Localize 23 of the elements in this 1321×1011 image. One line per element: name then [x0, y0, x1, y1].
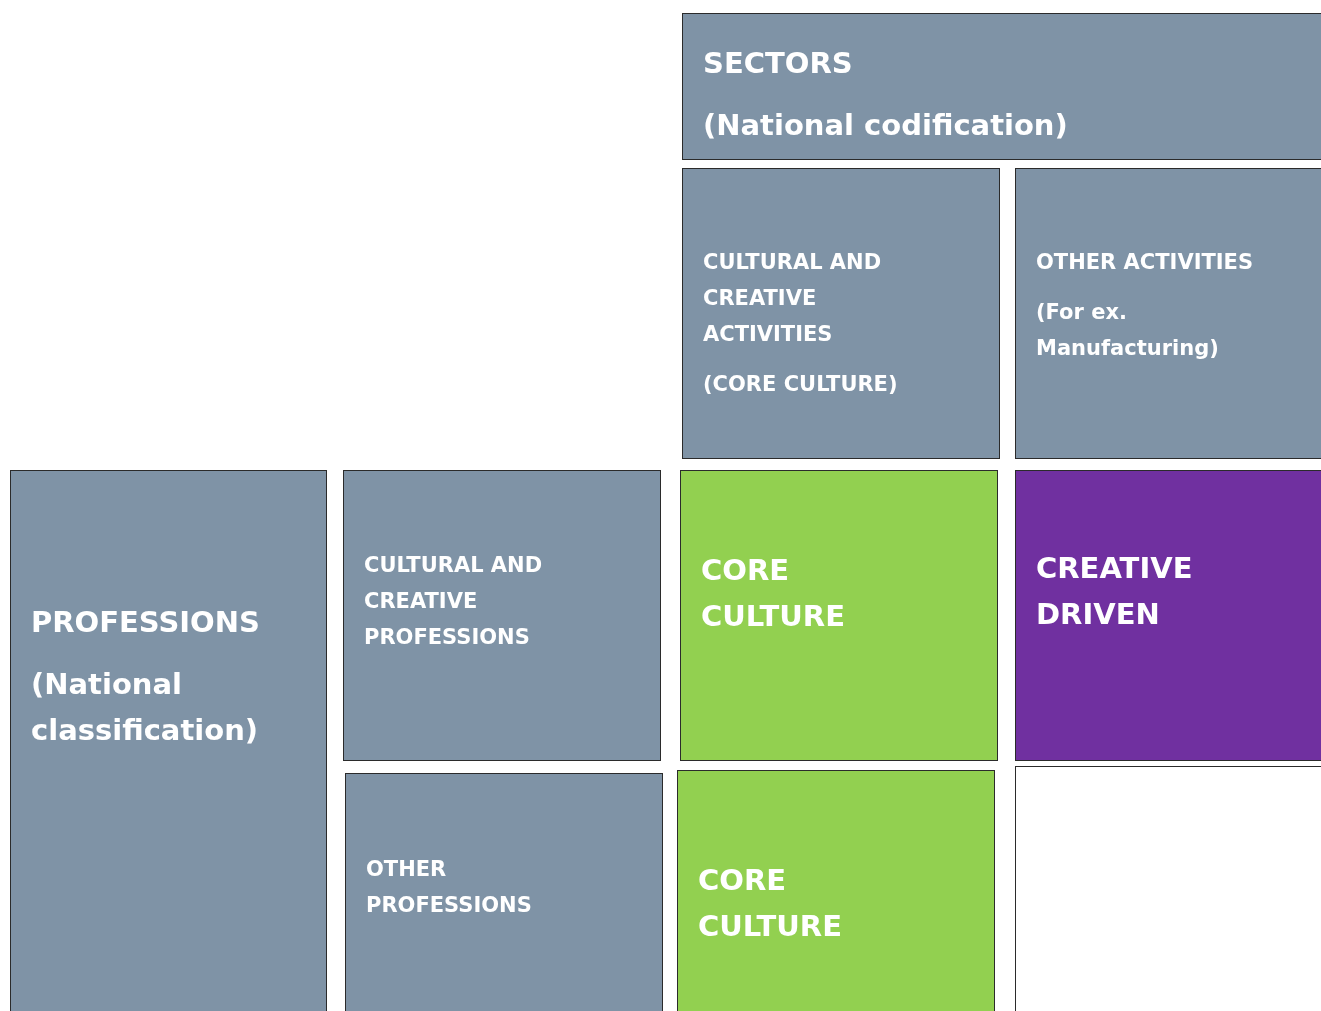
box-heading: CORE CULTURE — [698, 862, 843, 945]
box-heading: OTHER ACTIVITIES — [1036, 249, 1255, 276]
core-culture-box — [677, 770, 995, 1011]
creative-driven-box — [1015, 470, 1321, 761]
box-subtext: (National codification) — [703, 107, 1069, 144]
box-heading: OTHER PROFESSIONS — [366, 856, 533, 919]
empty-box — [1015, 766, 1321, 1011]
box-heading: CREATIVE DRIVEN — [1036, 550, 1194, 633]
category-box — [682, 13, 1321, 160]
category-box — [345, 773, 663, 1011]
box-heading: CORE CULTURE — [701, 552, 846, 635]
box-heading: CULTURAL AND CREATIVE ACTIVITIES — [703, 249, 883, 348]
box-subtext: (CORE CULTURE) — [703, 371, 899, 398]
box-subtext: (For ex. Manufacturing) — [1036, 299, 1220, 362]
category-box — [10, 470, 327, 1011]
box-heading: CULTURAL AND CREATIVE PROFESSIONS — [364, 552, 544, 651]
box-subtext: (National classification) — [31, 666, 260, 749]
category-box — [343, 470, 661, 761]
box-heading: SECTORS — [703, 45, 854, 82]
category-box — [1015, 168, 1321, 459]
box-heading: PROFESSIONS — [31, 604, 261, 641]
core-culture-box — [680, 470, 998, 761]
category-box — [682, 168, 1000, 459]
